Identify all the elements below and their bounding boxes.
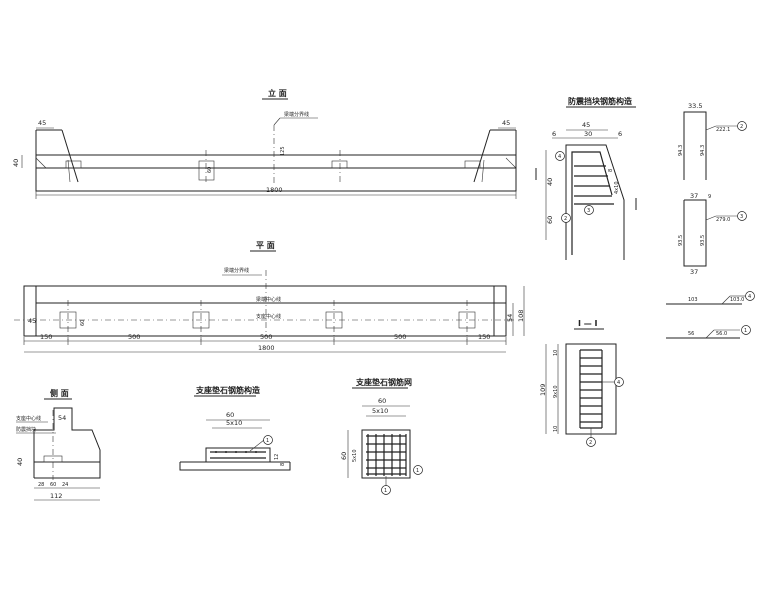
bar2-top: 33.5: [688, 102, 702, 110]
bar3-b: 93.5: [700, 235, 706, 246]
bearing-mesh-spacing: 5x10: [372, 407, 388, 415]
bearing-mesh-height: 60: [340, 452, 348, 460]
plan-dim-total: 1800: [258, 344, 275, 352]
beam-line-label: 梁端分界线: [284, 111, 309, 118]
side-view: 侧 面 支座中心线 防震挡块 54 40 28 60 24 112: [16, 388, 101, 501]
plan-dim-r1: 54: [506, 314, 514, 322]
section-dim-height: 109: [539, 384, 547, 396]
bearing-rebar-h2: 8: [280, 463, 286, 466]
elev-dim-left-height: 40: [12, 159, 20, 167]
bearing-pad-rebar-view: 支座垫石钢筋构造 60 5x10 1 12 8: [179, 385, 291, 471]
seismic-marker-4: 4: [558, 154, 561, 160]
seismic-dim-left: 6: [552, 130, 556, 138]
bar-details: 33.5 94.3 94.3 222.1 2 37 9 93.5 93.5 37…: [666, 102, 755, 339]
seismic-block-title: 防震挡块钢筋构造: [568, 96, 632, 106]
bearing-rebar-spacing: 5x10: [226, 419, 242, 427]
section-title: I — I: [578, 319, 598, 328]
plan-dim-left: 45: [28, 317, 36, 325]
bar2-len: 222.1: [716, 127, 730, 133]
bearing-rebar-width: 60: [226, 411, 234, 419]
bar3-a: 93.5: [678, 235, 684, 246]
bar3-marker: 3: [740, 214, 743, 220]
plan-bearing-line-label: 支座中心线: [256, 313, 281, 320]
plan-dim-r2: 108: [517, 310, 525, 322]
elev-dim-total: 1800: [266, 186, 283, 194]
seismic-dim-inner: 30: [584, 130, 592, 138]
side-dim-top: 54: [58, 414, 66, 422]
section-dim-bottom: 10: [553, 426, 559, 432]
section-marker-4: 4: [617, 380, 620, 386]
side-dim-height: 40: [16, 458, 24, 466]
elevation-title: 立 面: [268, 88, 287, 98]
seismic-marker-2: 2: [564, 216, 567, 222]
plan-view: 平 面 梁端分界线 梁端中心线 支座中心线 45 60 54 108: [14, 241, 525, 353]
side-bearing-center-label: 支座中心线: [16, 415, 41, 422]
side-dim-b2: 60: [50, 482, 56, 488]
bar3-c: 9: [708, 194, 711, 200]
bar1-marker: 1: [744, 328, 747, 334]
section-marker-2: 2: [589, 440, 592, 446]
bearing-rebar-title: 支座垫石钢筋构造: [195, 385, 260, 395]
bar3-len: 279.0: [716, 217, 730, 223]
plan-title: 平 面: [256, 241, 275, 250]
plan-dim-seg3: 500: [260, 333, 272, 341]
seismic-dim-spacing: 4x10: [614, 181, 620, 194]
plan-dim-seg1: 150: [40, 333, 52, 341]
bar4-a: 103: [688, 297, 698, 303]
elevation-view: 立 面 梁端分界线 45 45: [12, 88, 517, 199]
plan-end-line-label: 梁端分界线: [224, 267, 249, 274]
bearing-mesh-marker-bottom: 1: [384, 488, 387, 494]
bar2-a: 94.3: [678, 145, 684, 156]
seismic-dim-top: 45: [582, 121, 590, 129]
side-dim-total: 112: [50, 492, 62, 500]
seismic-dim-h2: 60: [546, 216, 554, 224]
bearing-rebar-marker: 1: [266, 438, 269, 444]
elev-dim-center-height: 125: [280, 146, 286, 156]
bearing-mesh-marker-right: 1: [416, 468, 419, 474]
plan-dim-seg4: 500: [394, 333, 406, 341]
plan-dim-pad: 60: [80, 320, 86, 326]
side-seismic-block-label: 防震挡块: [16, 426, 36, 433]
plan-girder-line-label: 梁端中心线: [256, 296, 281, 303]
bar2-b: 94.3: [700, 145, 706, 156]
bearing-mesh-vspacing: 5x10: [352, 449, 358, 462]
bar4-len: 103.0: [730, 297, 744, 303]
bearing-mesh-width: 60: [378, 397, 386, 405]
seismic-marker-3: 3: [587, 208, 590, 214]
bearing-mesh-title: 支座垫石钢筋网: [355, 377, 412, 387]
section-dim-mid: 9x10: [553, 385, 559, 398]
seismic-dim-right: 6: [618, 130, 622, 138]
seismic-dim-h1: 40: [546, 178, 554, 186]
elev-dim-right-top: 45: [502, 119, 510, 127]
plan-dim-seg5: 150: [478, 333, 490, 341]
elev-dim-pad: 60: [207, 167, 213, 173]
bearing-rebar-h: 12: [274, 454, 280, 460]
section-dim-top: 10: [553, 350, 559, 356]
elev-dim-left-top: 45: [38, 119, 46, 127]
side-dim-b1: 28: [38, 482, 44, 488]
side-dim-b3: 24: [62, 482, 68, 488]
seismic-block-rebar-view: 防震挡块钢筋构造 45 30 6 6 40 60 8 4x10 4 2 3: [535, 96, 637, 260]
bar3-top: 37: [690, 192, 698, 200]
side-title: 侧 面: [50, 388, 69, 398]
seismic-dim-h3: 8: [608, 169, 614, 172]
bar3-bottom: 37: [690, 268, 698, 276]
bar1-a: 56: [688, 331, 694, 337]
bar1-len: 56.0: [716, 331, 727, 337]
bar2-marker: 2: [740, 124, 743, 130]
section-1-1-view: I — I 109 10 9x10 10 4 2: [539, 319, 624, 447]
plan-dim-seg2: 500: [128, 333, 140, 341]
bearing-pad-mesh-view: 支座垫石钢筋网 60 5x10 60 5x10 1 1: [340, 377, 423, 495]
bar4-marker: 4: [748, 294, 751, 300]
